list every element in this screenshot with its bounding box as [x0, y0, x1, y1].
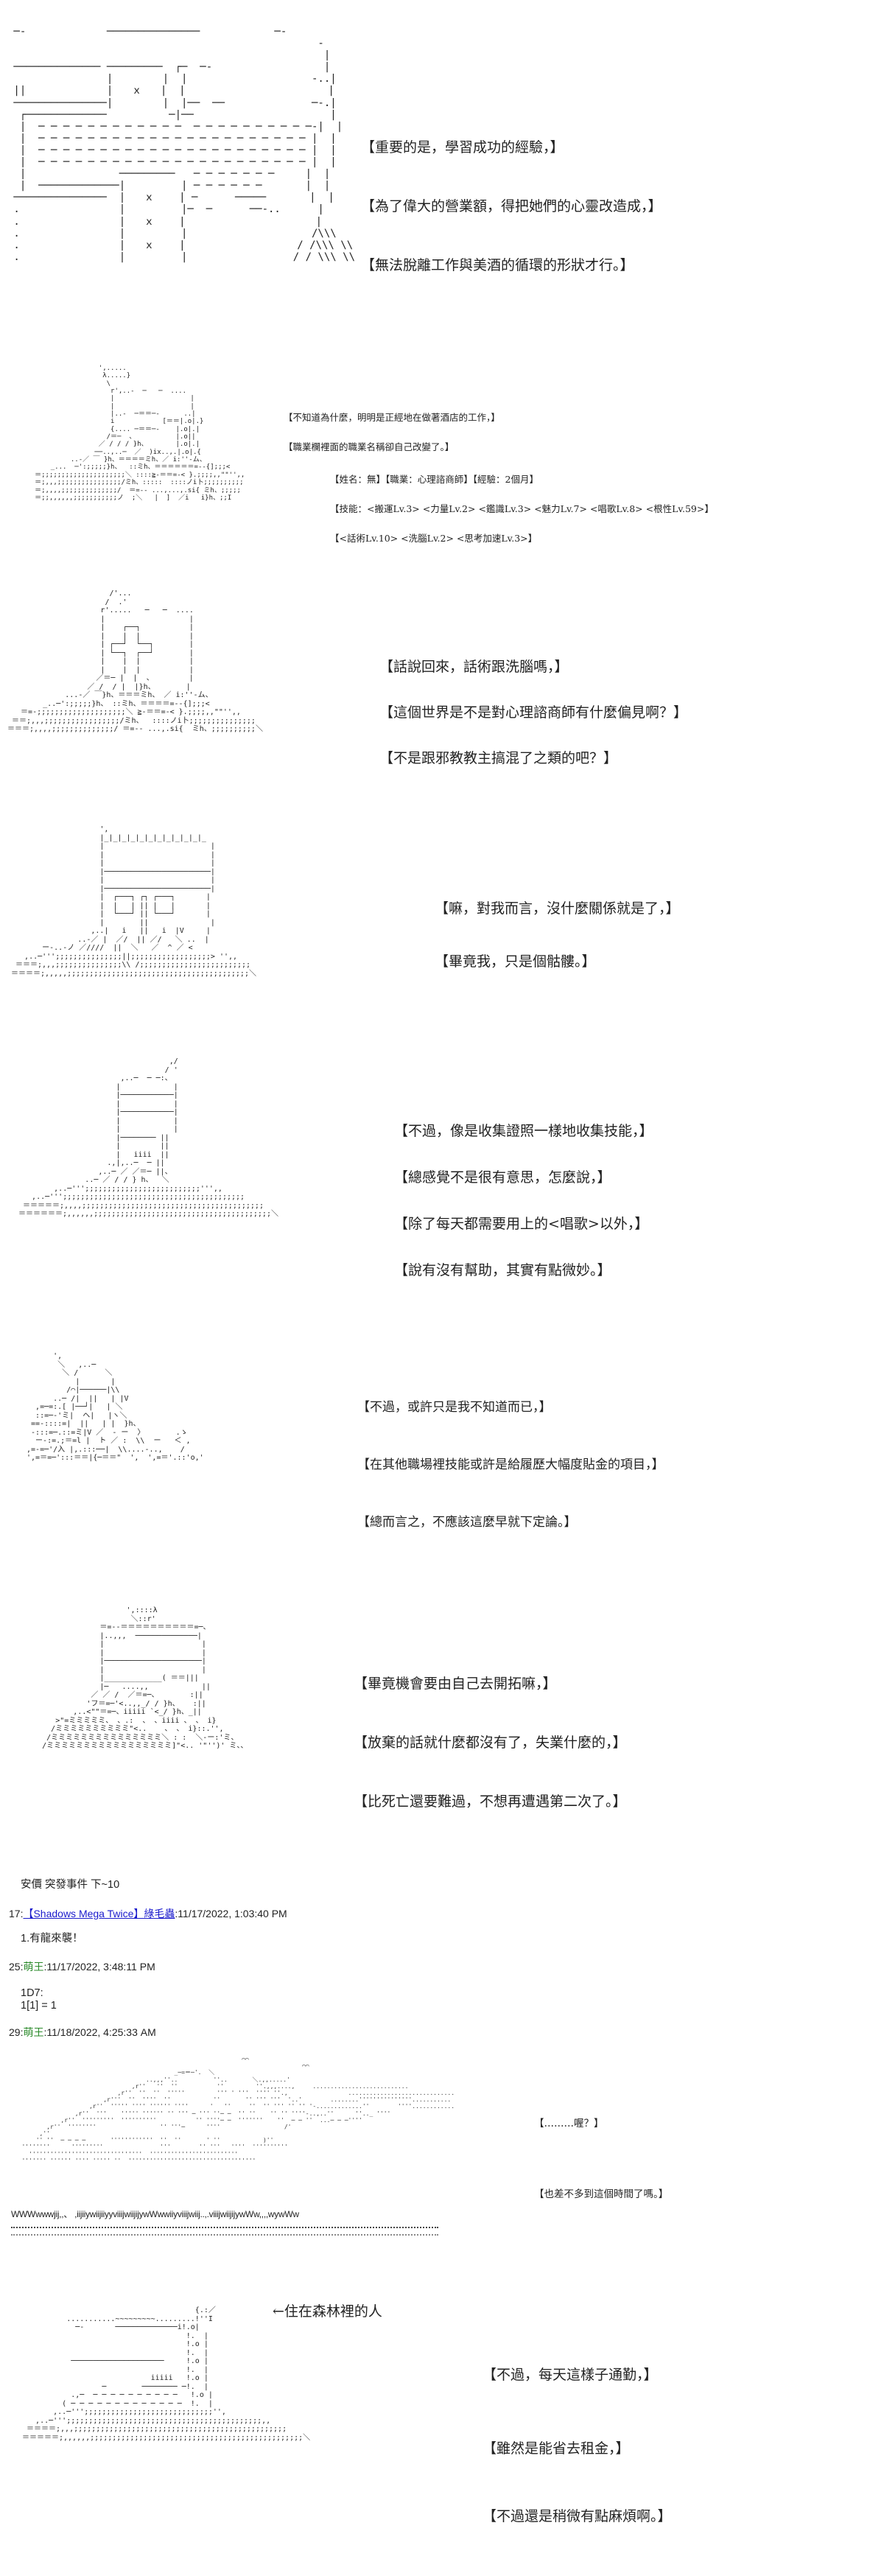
post-number: 29	[9, 2026, 21, 2038]
panel-8-landscape: ⌒⌒ ⌒⌒ _─=＝─'. ＼ ..,,,''..	[0, 2048, 884, 2277]
dialogue-line: 【無法脫離工作與美酒的循環的形狀才行。】	[361, 257, 634, 273]
arrow-label-forest-dweller: ←住在森林裡的人	[273, 2303, 382, 2320]
panel-3: /'... / .' r'..... ─ ─ .... | | | ┌──┐ |…	[0, 575, 884, 803]
dialogue-line: 【總感覺不是很有意思，怎麼說，】	[394, 1169, 611, 1186]
ascii-art-skeleton-thinking: /'... / .' r'..... ─ ─ .... | | | ┌──┐ |…	[7, 589, 263, 733]
ascii-art-skeleton-side: ,/ / ' ,..─ ─ ─:、 | | |────────────| | |	[18, 1057, 278, 1218]
panel-2: ',..... λ.....} \ r',..- ─ ─ .... | | | …	[0, 354, 884, 575]
dialogue-line: 【說有沒有幫助，其實有點微妙。】	[394, 1262, 611, 1278]
ground-dotted-line	[11, 2234, 438, 2236]
poster-name: 萌王	[23, 2026, 44, 2038]
post-colon: :	[20, 1908, 24, 1919]
panel-4: ', |_|_|_|_|_|_|_|_|_|_|_|_ | | | | | |	[0, 811, 884, 1054]
post-header-17: 17:【Shadows Mega Twice】綠毛蟲:11/17/2022, 1…	[9, 1906, 287, 1921]
post-header-29: 29:萌王:11/18/2022, 4:25:33 AM	[9, 2025, 156, 2040]
dialogue-line: 【除了每天都需要用上的<唱歌>以外，】	[394, 1216, 649, 1232]
dialogue-line: 【畢竟機會要由自己去開拓嘛，】	[354, 1676, 557, 1692]
dialogue-line: 【話說回來，話術跟洗腦嗎，】	[379, 659, 569, 675]
dialogue-line: 【也差不多到這個時間了嗎。】	[534, 2188, 669, 2200]
dialogue-line: 【放棄的話就什麼都沒有了，失業什麼的，】	[354, 1735, 627, 1751]
panel-5: ,/ / ' ,..─ ─ ─:、 | | |────────────| | |	[0, 1054, 884, 1348]
post-timestamp: 11/17/2022, 3:48:11 PM	[46, 1961, 155, 1973]
dialogue-line: 【這個世界是不是對心理諮商師有什麼偏見啊？】	[379, 704, 688, 721]
post-number: 17	[9, 1908, 21, 1919]
panel-6: ', ＼ ,..─ ＼ / ＼ | | /⌒|──────|\\ ..─ /| …	[0, 1348, 884, 1577]
dialogue-line: 【不過，每天這樣子通勤，】	[483, 2367, 658, 2383]
anchor-note: 安價 突發事件 下~10	[21, 1879, 120, 1891]
status-line-name-job-exp: 【姓名：無】【職業：心理諮商師】【經驗：2個月】	[330, 474, 539, 485]
dialogue-line: 【不過，像是收集證照一樣地收集技能，】	[394, 1123, 653, 1139]
ascii-art-skeleton-status: ',..... λ.....} \ r',..- ─ ─ .... | | | …	[35, 365, 245, 502]
post-header-25: 25:萌王:11/17/2022, 3:48:11 PM	[9, 1959, 155, 1974]
dialogue-line: 【畢竟我，只是個骷髏。】	[435, 953, 596, 970]
ground-dotted-line	[11, 2227, 438, 2228]
ascii-art-skeleton-jar: ─- ─────────────── ─- - | ──────────────…	[13, 26, 356, 263]
post-colon: :	[43, 2026, 47, 2038]
panel-9: {.:／ ...........~~~~~~~~~.........!''I ─…	[0, 2284, 884, 2576]
ascii-art-skeleton-forest-dweller: {.:／ ...........~~~~~~~~~.........!''I ─…	[22, 2306, 311, 2442]
post-colon: :	[175, 1908, 178, 1919]
poster-name-link[interactable]: 【Shadows Mega Twice】綠毛蟲	[23, 1908, 175, 1919]
dialogue-line: 【不過還是稍微有點麻煩啊。】	[483, 2508, 672, 2524]
landscape-ground-text: WWWwwwjij,,、 ,iijiiywiijiiyyviiijwiijijy…	[11, 2209, 299, 2219]
post-number: 25	[9, 1961, 21, 1973]
post-colon: :	[20, 2026, 24, 2038]
dialogue-line: 【嘛，對我而言，沒什麼關係就是了，】	[435, 900, 680, 917]
panel-1: ─- ─────────────── ─- - | ──────────────…	[0, 0, 884, 346]
dialogue-line: 【在其他職場裡技能或許是給履歷大幅度貼金的項目，】	[357, 1457, 664, 1472]
post-body-25: 1D7: 1[1] = 1	[21, 1987, 57, 2012]
dialogue-line: 【總而言之，不應該這麼早就下定論。】	[357, 1515, 577, 1530]
ascii-art-skeleton-kneeling: ', ＼ ,..─ ＼ / ＼ | | /⌒|──────|\\ ..─ /| …	[27, 1352, 204, 1462]
panel-7: ',::::λ ＼::r' ＝=--＝＝＝＝＝＝＝＝＝＝=─、 |..,,, ─…	[0, 1592, 884, 1872]
dialogue-line: 【重要的是，學習成功的經驗，】	[361, 139, 564, 155]
poster-name: 萌王	[23, 1961, 44, 1973]
dialogue-line: 【………喔？】	[534, 2118, 604, 2129]
dialogue-line: 【職業欄裡面的職業名稱卻自己改變了。】	[284, 441, 455, 452]
status-line-skills-2: 【<話術Lv.10> <洗腦Lv.2> <思考加速Lv.3>】	[330, 533, 538, 544]
ascii-art-skeleton-shrug: ', |_|_|_|_|_|_|_|_|_|_|_|_ | | | | | |	[11, 825, 256, 978]
dialogue-line: 【不知道為什麼，明明是正經地在做著酒店的工作，】	[284, 412, 500, 423]
dialogue-line: 【雖然是能省去租金，】	[483, 2440, 630, 2457]
dialogue-line: 【不是跟邪教教主搞混了之類的吧？】	[379, 750, 618, 766]
post-colon: :	[43, 1961, 47, 1973]
post-timestamp: 11/17/2022, 1:03:40 PM	[178, 1908, 287, 1919]
ascii-art-skeleton-sitting: ',::::λ ＼::r' ＝=--＝＝＝＝＝＝＝＝＝＝=─、 |..,,, ─…	[42, 1606, 248, 1750]
dialogue-line: 【比死亡還要難過，不想再遭遇第二次了。】	[354, 1793, 627, 1810]
dialogue-line: 【為了偉大的營業額，得把她們的心靈改造成，】	[361, 198, 662, 214]
dialogue-line: 【不過，或許只是我不知道而已，】	[357, 1400, 552, 1415]
post-body-17: 1.有龍來襲！	[21, 1933, 83, 1945]
post-timestamp: 11/18/2022, 4:25:33 AM	[46, 2026, 156, 2038]
post-colon: :	[20, 1961, 24, 1973]
status-line-skills: 【技能：<搬運Lv.3> <力量Lv.2> <鑑識Lv.3> <魅力Lv.7> …	[330, 503, 714, 514]
ascii-art-mountain-landscape: ⌒⌒ ⌒⌒ _─=＝─'. ＼ ..,,,''..	[21, 2056, 455, 2164]
